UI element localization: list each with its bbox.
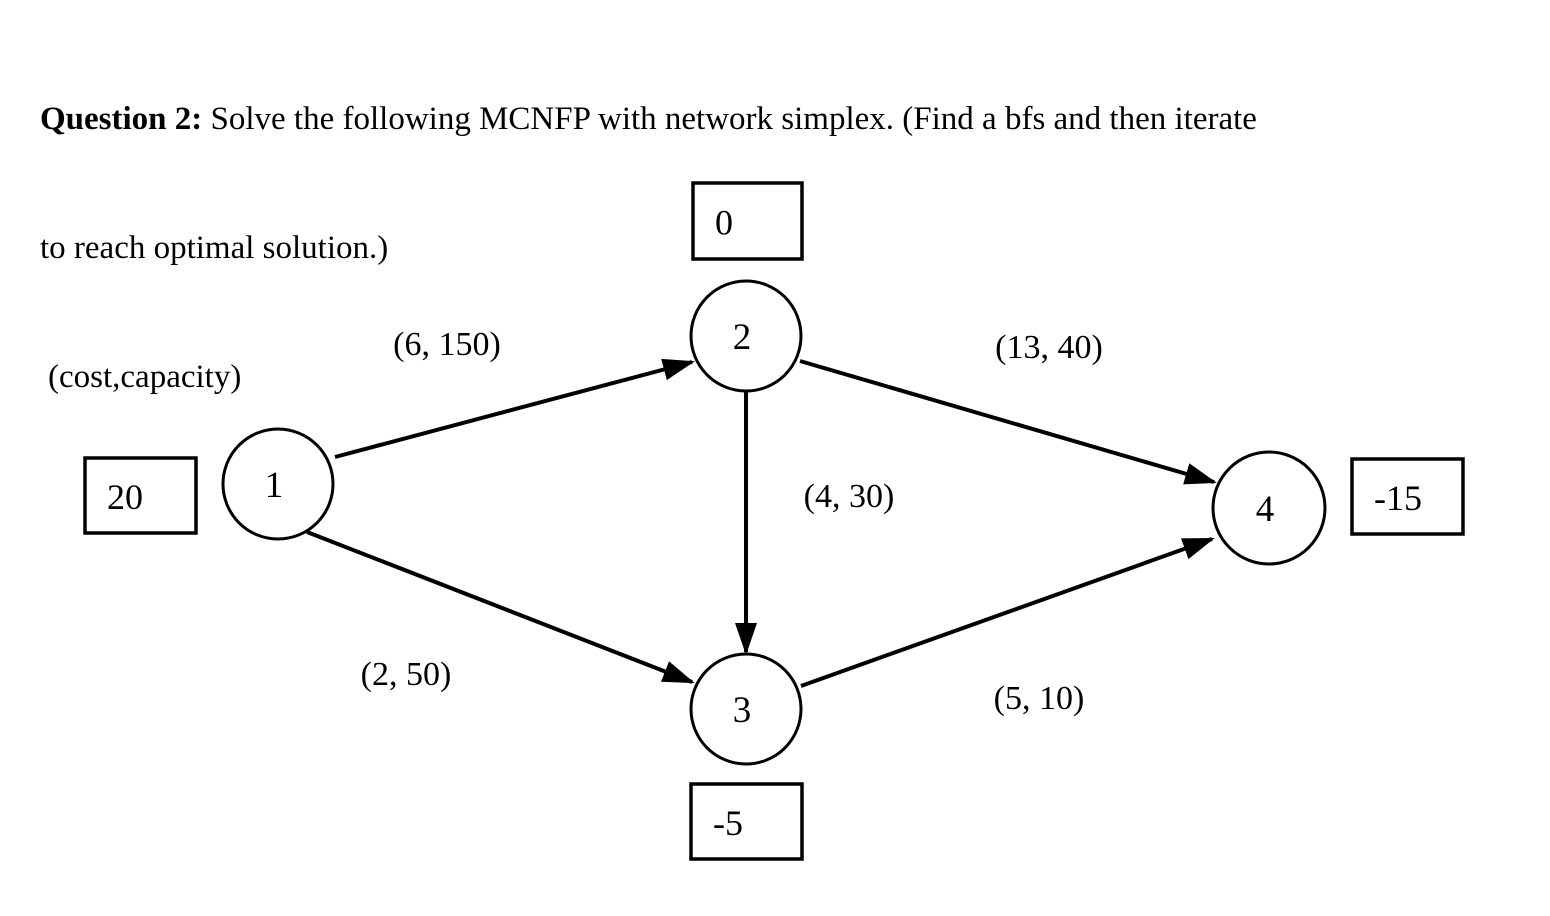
node-3 — [689, 652, 803, 766]
supply-box-node-4 — [1350, 457, 1465, 536]
supply-box-node-1 — [83, 456, 198, 535]
question-text: Question 2: Solve the following MCNFP wi… — [40, 12, 1257, 485]
nodes-layer: 1 2 3 4 — [221, 279, 1327, 766]
supply-value-node-3: -5 — [713, 803, 743, 843]
arc-label-2-3: (4, 30) — [804, 478, 895, 515]
node-label-4: 4 — [1256, 489, 1275, 530]
node-1 — [221, 427, 335, 541]
arc-1-2 — [334, 358, 695, 459]
arc-label-1-2: (6, 150) — [393, 326, 501, 363]
supply-value-node-2: 0 — [715, 203, 733, 243]
arc-label-3-4: (5, 10) — [994, 680, 1085, 717]
supply-box-node-2 — [691, 181, 804, 261]
question-line-1: Question 2: Solve the following MCNFP wi… — [40, 98, 1257, 141]
legend-text: (cost,capacity) — [48, 359, 242, 395]
arc-3-4 — [800, 537, 1215, 688]
arcs-layer — [306, 358, 1217, 688]
node-label-1: 1 — [265, 465, 284, 506]
node-label-2: 2 — [733, 317, 752, 358]
question-line-1-text: Solve the following MCNFP with network s… — [202, 101, 1257, 137]
node-4 — [1211, 450, 1327, 566]
supply-value-node-4: -15 — [1374, 478, 1422, 518]
question-line-2: to reach optimal solution.) — [40, 230, 389, 266]
node-label-3: 3 — [733, 690, 752, 731]
arc-label-1-3: (2, 50) — [361, 656, 452, 693]
arc-labels-layer: (6, 150) (2, 50) (4, 30) (13, 40) (5, 10) — [361, 326, 1103, 717]
arc-2-4 — [799, 359, 1217, 485]
node-2 — [689, 279, 803, 393]
arc-1-3 — [306, 530, 695, 684]
supply-box-node-3 — [689, 782, 804, 861]
question-number: Question 2: — [40, 101, 203, 137]
supply-value-node-1: 20 — [107, 477, 143, 517]
supply-boxes-layer: 20 0 -5 -15 — [83, 181, 1465, 861]
arc-label-2-4: (13, 40) — [995, 329, 1103, 366]
